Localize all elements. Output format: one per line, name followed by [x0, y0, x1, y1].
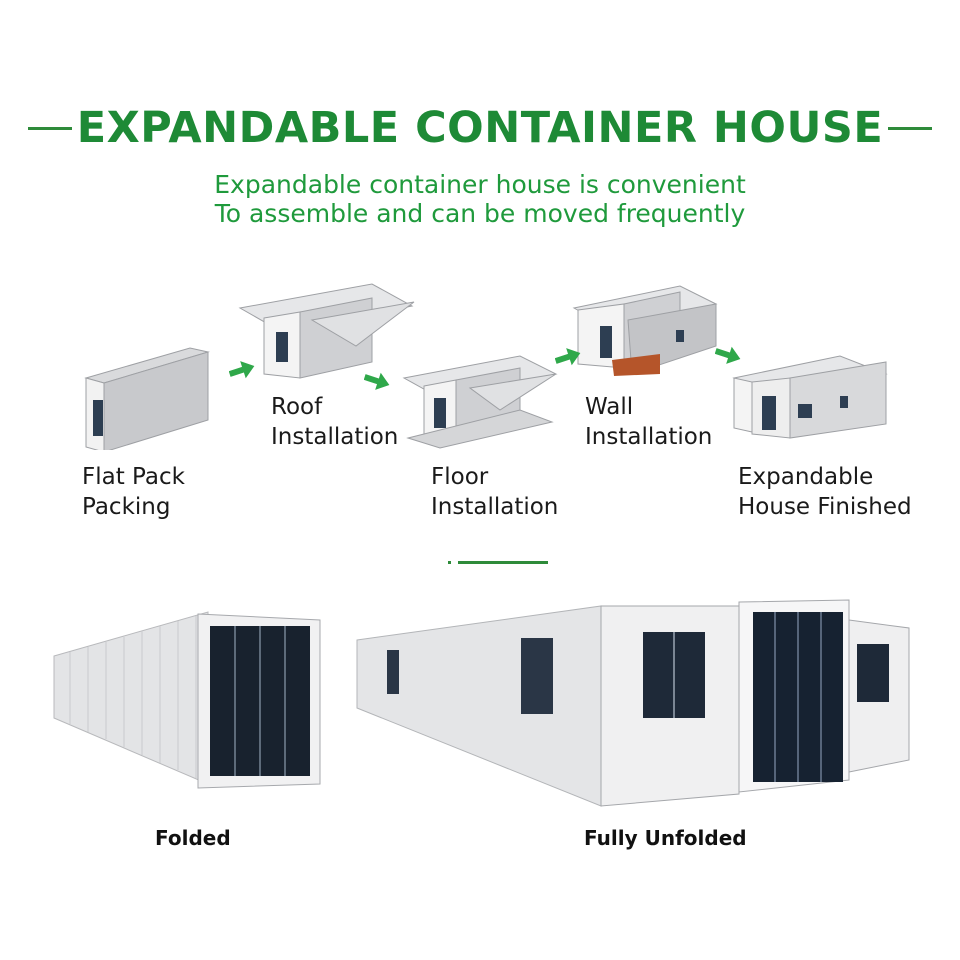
page-title: EXPANDABLE CONTAINER HOUSE	[76, 103, 884, 153]
title-right-rule	[888, 127, 932, 130]
finished-house-illustration	[732, 355, 888, 439]
unfolded-house-image	[356, 599, 910, 807]
assembly-steps-illustration	[84, 283, 888, 450]
subtitle-line-1: Expandable container house is convenient	[214, 170, 746, 199]
title-bar: EXPANDABLE CONTAINER HOUSE	[0, 100, 960, 156]
step-label-flat-pack: Flat Pack Packing	[82, 462, 185, 522]
step-label-line: Packing	[82, 494, 171, 520]
step-label-finished: Expandable House Finished	[738, 462, 912, 522]
step-label-line: Expandable	[738, 464, 874, 490]
arrow-right-icon	[229, 361, 255, 379]
flat-pack-illustration	[84, 347, 210, 450]
subtitle: Expandable container house is convenient…	[0, 170, 960, 228]
step-label-line: Wall	[585, 394, 634, 420]
step-label-wall: Wall Installation	[585, 392, 712, 452]
step-label-line: Installation	[431, 494, 559, 520]
arrow-right-icon	[364, 372, 390, 390]
step-label-line: Installation	[271, 424, 399, 450]
step-label-line: House Finished	[738, 494, 912, 520]
roof-installation-illustration	[238, 283, 415, 379]
title-left-rule	[28, 127, 72, 130]
step-label-floor: Floor Installation	[431, 462, 558, 522]
subtitle-line-2: To assemble and can be moved frequently	[214, 199, 746, 228]
caption-folded: Folded	[155, 826, 231, 850]
wall-installation-illustration	[572, 285, 718, 376]
step-label-roof: Roof Installation	[271, 392, 398, 452]
folded-container-image	[53, 611, 321, 789]
step-label-line: Installation	[585, 424, 713, 450]
caption-fully-unfolded: Fully Unfolded	[584, 826, 747, 850]
arrow-right-icon	[715, 346, 741, 364]
arrow-right-icon	[555, 348, 581, 366]
floor-installation-illustration	[402, 355, 558, 449]
step-label-line: Floor	[431, 464, 489, 490]
step-label-line: Flat Pack	[82, 464, 185, 490]
section-divider	[448, 561, 548, 564]
step-label-line: Roof	[271, 394, 323, 420]
